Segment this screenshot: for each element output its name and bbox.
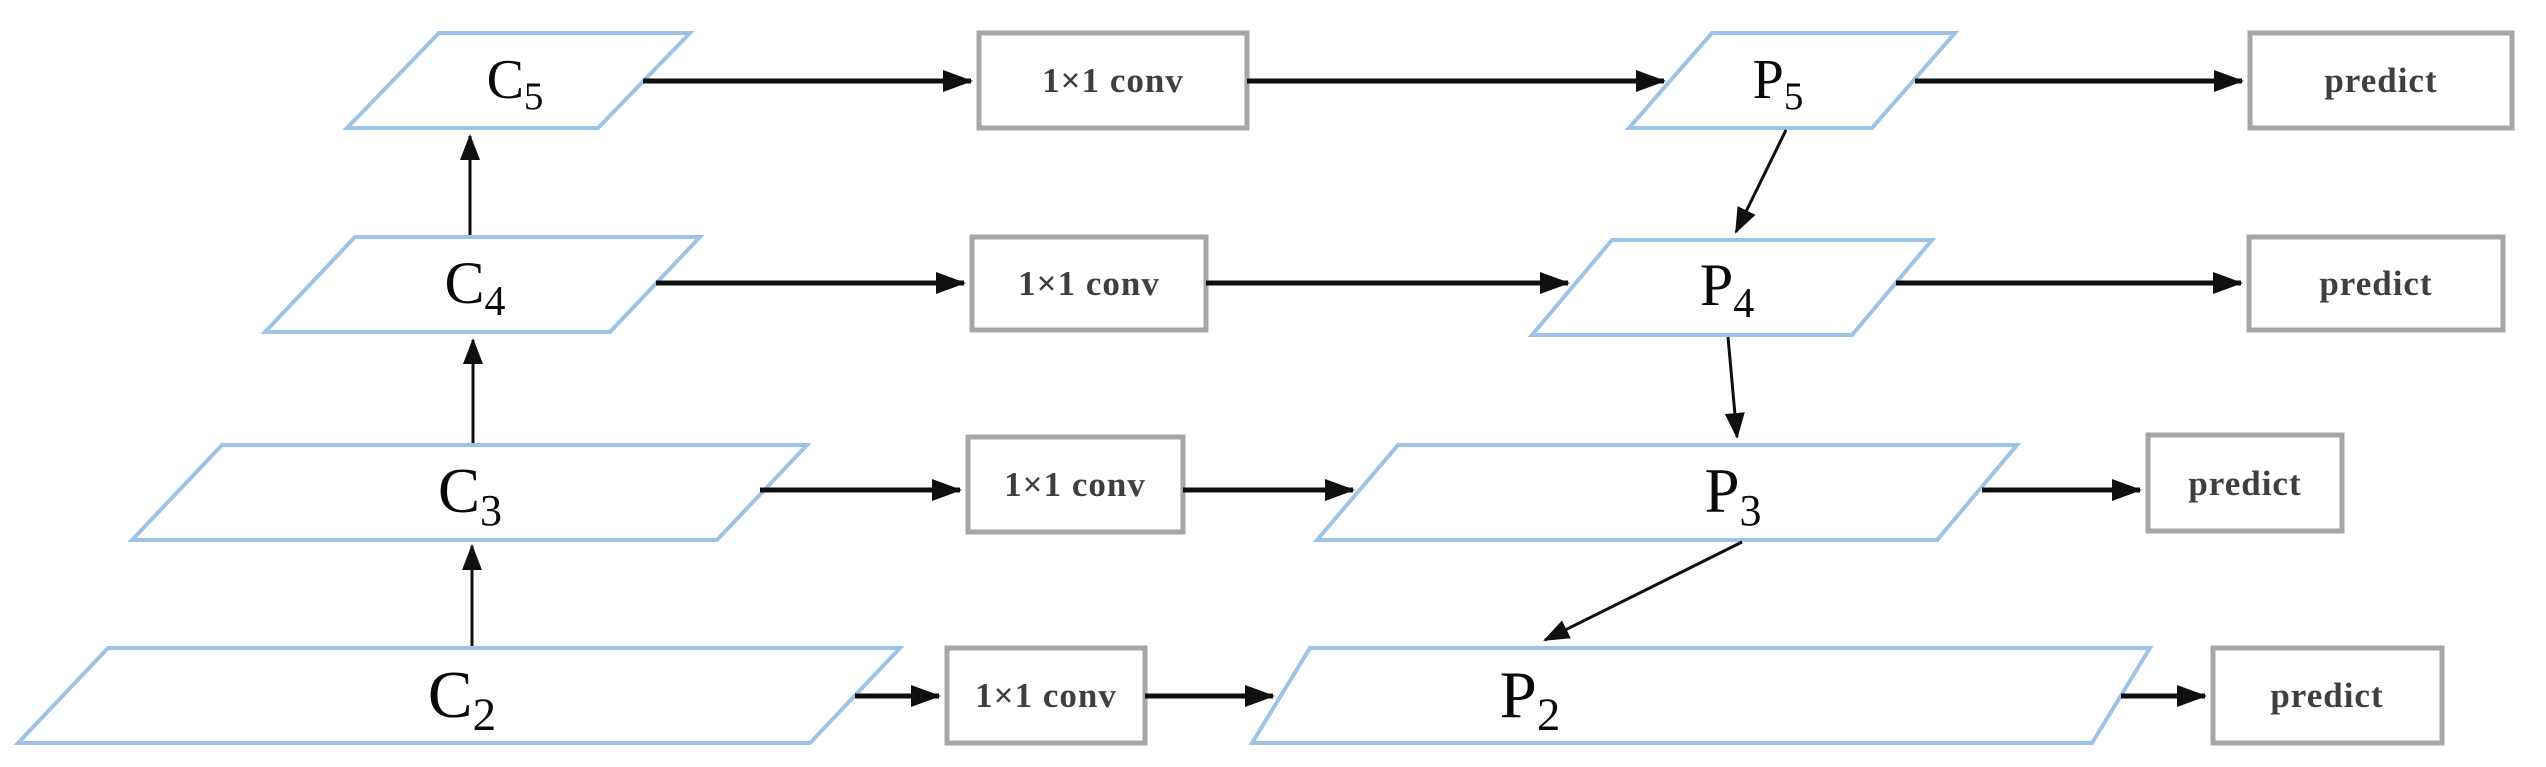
c4-label: C4	[444, 250, 505, 325]
c5-label: C5	[487, 49, 544, 118]
predict-box-row2	[2210, 645, 2445, 746]
predict-label-row4: predict	[2319, 264, 2432, 303]
conv1x1-label-row4: 1×1 conv	[1018, 264, 1160, 303]
c4-feature-map	[260, 235, 705, 334]
predict-box-row3	[2145, 432, 2345, 534]
p2-feature-map	[1248, 646, 2154, 745]
conv1x1-label-row2: 1×1 conv	[975, 676, 1117, 715]
p5-feature-map	[1624, 31, 1960, 130]
conv1x1-box-row4	[969, 234, 1209, 333]
arrow-p3-to-p2	[1543, 540, 1743, 642]
p3-feature-map	[1312, 443, 2022, 542]
c2-label: C2	[428, 658, 496, 741]
p4-feature-map	[1527, 238, 1937, 337]
conv1x1-label-row3: 1×1 conv	[1004, 465, 1146, 504]
p5-label: P5	[1753, 49, 1804, 118]
conv1x1-box-row5	[976, 30, 1250, 131]
conv1x1-label-row5: 1×1 conv	[1042, 61, 1184, 100]
c2-feature-map	[13, 646, 905, 745]
predict-label-row3: predict	[2188, 464, 2301, 503]
c3-feature-map	[127, 443, 812, 542]
predict-label-row2: predict	[2270, 676, 2383, 715]
p4-label: P4	[1700, 252, 1754, 327]
conv1x1-box-row3	[965, 434, 1186, 535]
predict-box-row5	[2247, 30, 2515, 131]
predict-box-row4	[2246, 234, 2506, 333]
c5-feature-map	[342, 31, 695, 130]
c3-label: C3	[438, 456, 502, 535]
conv1x1-box-row2	[944, 645, 1148, 746]
arrow-p4-to-p3	[1724, 336, 1745, 439]
arrow-p5-to-p4	[1734, 129, 1788, 234]
predict-label-row5: predict	[2324, 61, 2437, 100]
p3-label: P3	[1704, 456, 1761, 535]
p2-label: P2	[1500, 658, 1561, 741]
